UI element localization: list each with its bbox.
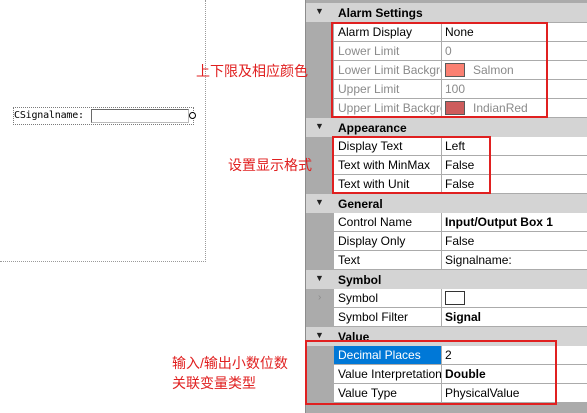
property-row-symbol-filter[interactable]: Symbol Filter Signal	[306, 308, 587, 327]
property-name: Display Text	[334, 137, 441, 155]
annotation-text-io-decimals: 输入/输出小数位数	[172, 355, 288, 371]
property-row-decimal-places[interactable]: Decimal Places 2	[306, 346, 587, 365]
design-canvas[interactable]: CSignalname:	[0, 0, 305, 413]
property-row-upper-limit[interactable]: Upper Limit 100	[306, 80, 587, 99]
property-name: Upper Limit	[334, 80, 441, 98]
property-value[interactable]: Input/Output Box 1	[442, 213, 587, 231]
property-name: Text with MinMax	[334, 156, 441, 174]
color-name: IndianRed	[473, 101, 528, 115]
category-label: Symbol	[338, 273, 382, 287]
property-value[interactable]	[442, 289, 587, 307]
property-name: Lower Limit Background Color	[334, 61, 441, 79]
color-swatch	[445, 101, 465, 115]
io-box-value-field[interactable]	[91, 109, 189, 123]
category-general[interactable]: ▼ General	[306, 194, 587, 213]
property-row-display-only[interactable]: Display Only False	[306, 232, 587, 251]
property-name: Control Name	[334, 213, 441, 231]
property-value[interactable]: None	[442, 23, 587, 41]
property-row-text[interactable]: Text Signalname:	[306, 251, 587, 270]
property-value[interactable]: Signal	[442, 308, 587, 326]
property-row-value-interpretation[interactable]: Value Interpretation Double	[306, 365, 587, 384]
category-label: Appearance	[338, 121, 407, 135]
property-name: Value Interpretation	[334, 365, 441, 383]
property-grid: ▼ Alarm Settings Alarm Display None Lowe…	[305, 0, 587, 413]
property-row-control-name[interactable]: Control Name Input/Output Box 1	[306, 213, 587, 232]
property-row-lower-limit[interactable]: Lower Limit 0	[306, 42, 587, 61]
property-row-symbol[interactable]: › Symbol	[306, 289, 587, 308]
property-value[interactable]: False	[442, 175, 587, 193]
resize-handle[interactable]	[189, 112, 196, 119]
property-name: Value Type	[334, 384, 441, 402]
io-box-label: CSignalname:	[14, 110, 84, 121]
property-value[interactable]: False	[442, 156, 587, 174]
panel-boundary	[0, 0, 206, 262]
collapse-icon[interactable]: ▼	[315, 273, 324, 283]
property-row-alarm-display[interactable]: Alarm Display None	[306, 23, 587, 42]
property-row-value-type[interactable]: Value Type PhysicalValue	[306, 384, 587, 403]
property-name: Display Only	[334, 232, 441, 250]
property-name: Text	[334, 251, 441, 269]
property-value[interactable]: 100	[442, 80, 587, 98]
property-value[interactable]: Double	[442, 365, 587, 383]
property-row-text-with-minmax[interactable]: Text with MinMax False	[306, 156, 587, 175]
category-label: Alarm Settings	[338, 6, 423, 20]
collapse-icon[interactable]: ▼	[315, 6, 324, 16]
property-value[interactable]: IndianRed	[442, 99, 587, 117]
property-name: Text with Unit	[334, 175, 441, 193]
property-value[interactable]: False	[442, 232, 587, 250]
category-value[interactable]: ▼ Value	[306, 327, 587, 346]
property-name: Upper Limit Background Color	[334, 99, 441, 117]
category-label: General	[338, 197, 383, 211]
property-name: Decimal Places	[334, 346, 441, 364]
input-output-box-control[interactable]: CSignalname:	[13, 107, 196, 125]
property-row-text-with-unit[interactable]: Text with Unit False	[306, 175, 587, 194]
annotation-text-display-format: 设置显示格式	[228, 157, 312, 173]
property-value[interactable]: Left	[442, 137, 587, 155]
collapse-icon[interactable]: ▼	[315, 330, 324, 340]
property-row-upper-limit-color[interactable]: Upper Limit Background Color IndianRed	[306, 99, 587, 118]
chevron-right-icon[interactable]: ›	[318, 292, 322, 303]
property-value[interactable]: 0	[442, 42, 587, 60]
property-name: Symbol	[334, 289, 441, 307]
category-alarm-settings[interactable]: ▼ Alarm Settings	[306, 3, 587, 22]
property-name: Lower Limit	[334, 42, 441, 60]
property-name: Alarm Display	[334, 23, 441, 41]
category-symbol[interactable]: ▼ Symbol	[306, 270, 587, 289]
color-name: Salmon	[473, 63, 514, 77]
annotation-text-variable-type: 关联变量类型	[172, 375, 256, 391]
property-value[interactable]: 2	[442, 346, 587, 364]
property-value[interactable]: Signalname:	[442, 251, 587, 269]
symbol-picker-box[interactable]	[445, 291, 465, 305]
property-row-display-text[interactable]: Display Text Left	[306, 137, 587, 156]
collapse-icon[interactable]: ▼	[315, 197, 324, 207]
collapse-icon[interactable]: ▼	[315, 121, 324, 131]
property-value[interactable]: Salmon	[442, 61, 587, 79]
property-value[interactable]: PhysicalValue	[442, 384, 587, 402]
color-swatch	[445, 63, 465, 77]
annotation-text-limits-colors: 上下限及相应颜色	[196, 63, 308, 79]
category-appearance[interactable]: ▼ Appearance	[306, 118, 587, 137]
property-row-lower-limit-color[interactable]: Lower Limit Background Color Salmon	[306, 61, 587, 80]
property-name: Symbol Filter	[334, 308, 441, 326]
category-label: Value	[338, 330, 370, 344]
